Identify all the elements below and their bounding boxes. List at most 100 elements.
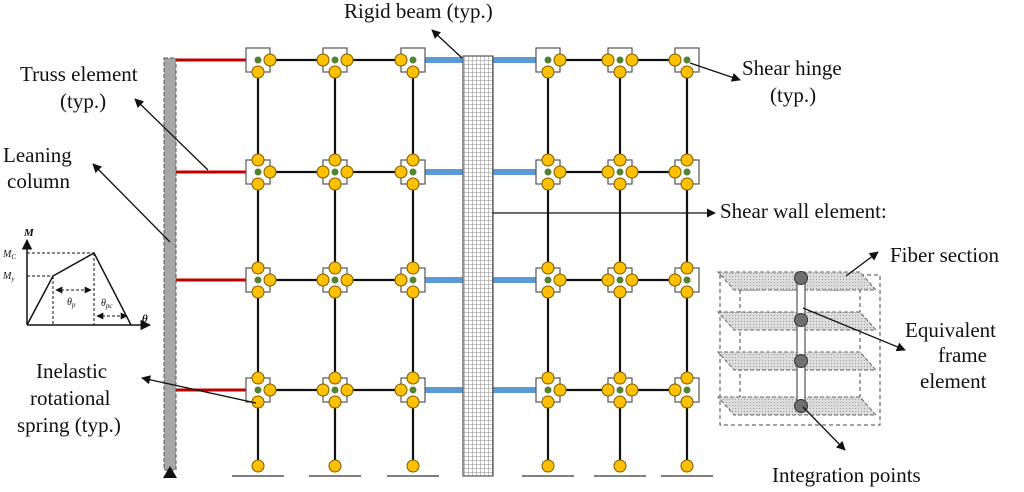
rotational-spring	[251, 371, 265, 385]
rotational-spring	[680, 261, 694, 275]
leaning-column	[163, 57, 177, 478]
rotational-spring	[668, 165, 682, 179]
rotational-spring	[406, 395, 420, 409]
label-shear-hinge-2: (typ.)	[770, 83, 816, 107]
rotational-spring	[263, 53, 277, 67]
rotational-spring	[340, 383, 354, 397]
rotational-spring	[680, 371, 694, 385]
rotational-spring	[394, 53, 408, 67]
shear-hinge-dot	[254, 386, 262, 394]
mc-label: MC	[2, 249, 16, 261]
rotational-spring	[406, 261, 420, 275]
rotational-spring	[328, 153, 342, 167]
rotational-spring	[625, 165, 639, 179]
rotational-spring	[613, 371, 627, 385]
base-hinge	[251, 459, 265, 473]
label-spring-1: Inelastic	[36, 359, 107, 383]
rotational-spring	[613, 261, 627, 275]
rotational-spring	[316, 383, 330, 397]
rotational-spring	[406, 177, 420, 191]
rotational-spring	[613, 65, 627, 79]
integration-point	[794, 271, 808, 285]
shear-hinge-dot	[544, 276, 552, 284]
rotational-spring	[680, 65, 694, 79]
label-spring-2: rotational	[30, 386, 111, 410]
rotational-spring	[263, 383, 277, 397]
arrow-integration-points	[802, 406, 846, 451]
arrow-spring	[141, 375, 257, 404]
rotational-spring	[251, 177, 265, 191]
rotational-spring	[680, 153, 694, 167]
rotational-spring	[601, 165, 615, 179]
rotational-spring	[251, 65, 265, 79]
rotational-spring	[328, 371, 342, 385]
rotational-spring	[328, 261, 342, 275]
shear-hinge-dot	[616, 56, 624, 64]
shear-hinge-dot	[331, 168, 339, 176]
rotational-spring	[541, 261, 555, 275]
rotational-spring	[541, 395, 555, 409]
label-truss-element-2: (typ.)	[60, 89, 106, 113]
label-shear-wall-element: Shear wall element:	[720, 199, 887, 223]
rotational-spring	[328, 177, 342, 191]
shear-hinge-dot	[616, 276, 624, 284]
label-equivalent-frame-3: element	[920, 369, 987, 393]
rotational-spring	[613, 177, 627, 191]
rotational-spring	[613, 395, 627, 409]
rotational-spring	[406, 371, 420, 385]
my-label: My	[2, 271, 15, 283]
label-leaning-column-2: column	[7, 169, 70, 193]
base-hinge	[680, 459, 694, 473]
rotational-spring	[394, 273, 408, 287]
rotational-spring	[668, 383, 682, 397]
shear-hinge-dot	[616, 168, 624, 176]
rotational-spring	[340, 53, 354, 67]
rotational-spring	[251, 261, 265, 275]
shear-hinge-dot	[254, 56, 262, 64]
shear-hinge-dot	[254, 276, 262, 284]
rotational-spring	[553, 165, 567, 179]
rotational-spring	[406, 65, 420, 79]
shear-hinge-dot	[409, 56, 417, 64]
rotational-spring	[668, 273, 682, 287]
rotational-spring	[251, 153, 265, 167]
arrow-rigid-beam	[431, 29, 463, 59]
rotational-spring	[541, 285, 555, 299]
base-hinge	[328, 459, 342, 473]
rotational-spring	[406, 153, 420, 167]
shear-hinge-dot	[544, 56, 552, 64]
rotational-spring	[263, 165, 277, 179]
label-leaning-column-1: Leaning	[3, 143, 72, 167]
rotational-spring	[668, 53, 682, 67]
rotational-spring	[541, 153, 555, 167]
rotational-spring	[613, 153, 627, 167]
theta-pc-label: θpc	[101, 298, 113, 310]
rotational-spring	[316, 273, 330, 287]
shear-hinge-dot	[331, 56, 339, 64]
rotational-spring	[541, 65, 555, 79]
arrow-equivalent-frame	[802, 307, 906, 352]
label-truss-element-1: Truss element	[20, 62, 138, 86]
frame-joints	[245, 47, 700, 473]
rotational-spring	[680, 177, 694, 191]
shear-hinge-dot	[254, 168, 262, 176]
label-fiber-section: Fiber section	[890, 243, 1000, 267]
arrow-leaning-column	[92, 163, 171, 243]
rotational-spring	[553, 383, 567, 397]
shear-wall	[462, 55, 494, 477]
rotational-spring	[340, 165, 354, 179]
shear-hinge-dot	[683, 168, 691, 176]
label-equivalent-frame-2: frame	[938, 343, 987, 367]
rotational-spring	[541, 371, 555, 385]
rotational-spring	[328, 395, 342, 409]
rotational-spring	[316, 165, 330, 179]
moment-axis-label: M	[23, 227, 35, 239]
label-integration-points: Integration points	[772, 463, 921, 487]
integration-point	[794, 399, 808, 413]
rotational-spring	[625, 53, 639, 67]
label-equivalent-frame-1: Equivalent	[905, 318, 996, 342]
label-spring-3: spring (typ.)	[17, 413, 121, 437]
theta-p-label: θp	[67, 297, 76, 309]
arrow-shear-hinge	[689, 62, 741, 82]
shear-hinge-dot	[683, 386, 691, 394]
